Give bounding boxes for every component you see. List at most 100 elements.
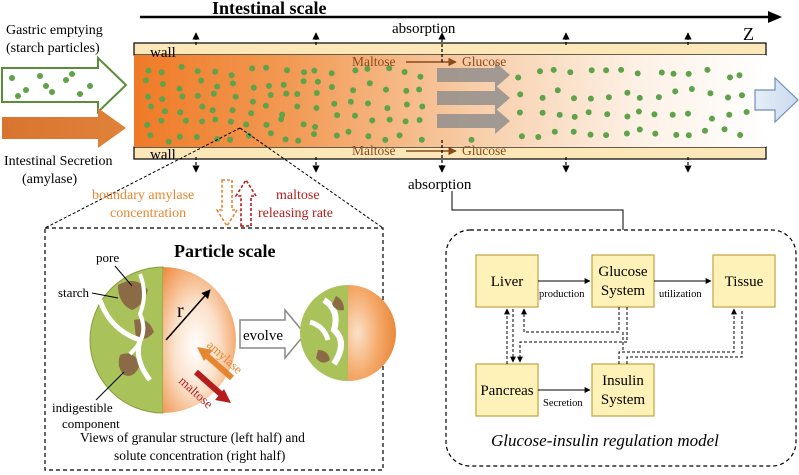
starch-particle-dot <box>603 132 610 139</box>
gastric-emptying-label-line2: (starch particles) <box>6 41 100 56</box>
starch-particle-dot <box>365 133 372 140</box>
indigestible-pointer <box>95 371 125 401</box>
starch-particle-dot <box>539 94 546 101</box>
starch-particle-dot <box>331 100 338 107</box>
starch-particle-dot <box>300 121 307 128</box>
starch-particle-dot <box>673 131 680 138</box>
starch-particle-dot <box>369 117 376 124</box>
starch-particle-dot <box>726 111 733 118</box>
starch-particle-dot <box>468 136 475 143</box>
outlet-arrow <box>754 76 799 124</box>
starch-particle-dot <box>145 67 152 74</box>
glucose-to-liver-feedback <box>521 307 620 333</box>
starch-particle-dot <box>386 65 393 72</box>
starch-particle-dot <box>366 80 373 87</box>
starch-particle-dot <box>262 102 269 109</box>
intestinal-scale-title: Intestinal scale <box>212 0 327 18</box>
starch-particle-dot <box>571 95 577 102</box>
starch-particle-dot <box>250 84 257 91</box>
starch-particle-dot <box>347 98 354 105</box>
starch-particle-dot <box>618 66 625 73</box>
starch-particle-dot <box>194 92 201 99</box>
starch-particle-dot <box>636 94 643 101</box>
starch-particle-dot <box>721 126 728 133</box>
starch-particle-dot <box>267 92 274 98</box>
starch-particle-dot <box>182 117 189 124</box>
starch-particle-dot <box>419 103 426 110</box>
starch-particle-dot <box>267 130 274 137</box>
intestinal-secretion-label-line2: (amylase) <box>22 172 78 187</box>
starch-particle-dot <box>516 109 523 116</box>
maltose-coupling-arrow <box>234 178 258 227</box>
starch-particle-dot <box>707 90 714 97</box>
evolved-indigestible-patch <box>316 350 330 363</box>
wall-bottom-label: wall <box>150 147 176 163</box>
production-label: production <box>539 289 585 300</box>
starch-particle-dot <box>311 131 317 137</box>
evolved-pore-1 <box>322 297 344 366</box>
glucose-system-label-line2: System <box>601 283 646 299</box>
indigestible-label-line2: component <box>62 416 120 431</box>
flow-arrow-3 <box>437 108 510 134</box>
pore-label: pore <box>96 250 119 265</box>
starch-particle-dot <box>364 65 371 72</box>
maltose-releasing-line2: releasing rate <box>258 206 333 221</box>
starch-particle-dot <box>588 67 595 74</box>
starch-particle-dot <box>199 118 206 125</box>
gastric-starch-dot <box>49 89 55 95</box>
secretion-label: Secretion <box>543 398 583 409</box>
starch-particle-dot <box>280 81 287 88</box>
absorption-bottom-label: absorption <box>408 177 472 193</box>
pancreas-label: Pancreas <box>480 383 533 399</box>
starch-particle-dot <box>672 88 679 95</box>
evolved-starch-patch <box>332 296 344 311</box>
glucose-system-box <box>591 254 655 308</box>
starch-particle-dot <box>333 132 340 139</box>
flow-arrow-1 <box>437 62 510 88</box>
starch-particle-dot <box>725 94 731 101</box>
starch-particle-dot <box>249 65 256 72</box>
starch-particle-dot <box>283 90 290 97</box>
starch-particle-dot <box>245 132 252 139</box>
starch-particle-dot <box>556 111 563 118</box>
starch-particle-dot <box>652 130 659 137</box>
starch-particle-dot <box>232 93 239 100</box>
starch-particle-dot <box>158 117 165 124</box>
starch-particle-dot <box>265 82 272 89</box>
starch-particle-dot <box>212 68 219 75</box>
particle-scale-panel: Particle scale r pore starch indigestibl… <box>44 227 396 471</box>
flow-arrows <box>437 62 510 134</box>
maltose-outward-arrowhead <box>215 389 231 403</box>
starch-particle-dot <box>551 128 558 135</box>
starch-particle-dot <box>198 77 205 84</box>
starch-particle-dot <box>165 138 172 145</box>
indigestible-label-line1: indigestible <box>52 400 113 415</box>
starch-particle-dot <box>284 67 290 74</box>
starch-particle-dot <box>669 111 676 118</box>
starch-particle-dot <box>604 111 611 118</box>
starch-particle-dot <box>515 74 522 81</box>
feedback-lines <box>504 307 743 364</box>
starch-particle-dot <box>365 100 371 107</box>
starch-particle-dot <box>743 109 750 115</box>
starch-particle-dot <box>177 109 184 116</box>
starch-particle-dot <box>243 121 250 128</box>
gastric-starch-dot <box>63 77 69 83</box>
starch-particle-dot <box>248 110 255 117</box>
absorption-to-glucose-line <box>451 191 624 248</box>
starch-particle-dot <box>350 87 357 94</box>
starch-particle-dot <box>383 86 389 93</box>
starch-particle-dot <box>352 112 358 119</box>
starch-particle-dot <box>145 93 152 100</box>
starch-particle-dot <box>159 81 166 87</box>
starch-particle-dot <box>214 83 221 90</box>
starch-particle-dot <box>605 94 612 101</box>
starch-particle-dot <box>263 64 270 71</box>
maltose-top-label: Maltose <box>352 54 396 69</box>
starch-particle-dot <box>554 87 561 94</box>
starch-particle-dot <box>709 115 715 122</box>
starch-particle-dot <box>228 72 235 79</box>
starch-particle-dot <box>587 95 594 102</box>
starch-particle-dot <box>229 107 236 114</box>
starch-particle-dot <box>624 89 631 96</box>
